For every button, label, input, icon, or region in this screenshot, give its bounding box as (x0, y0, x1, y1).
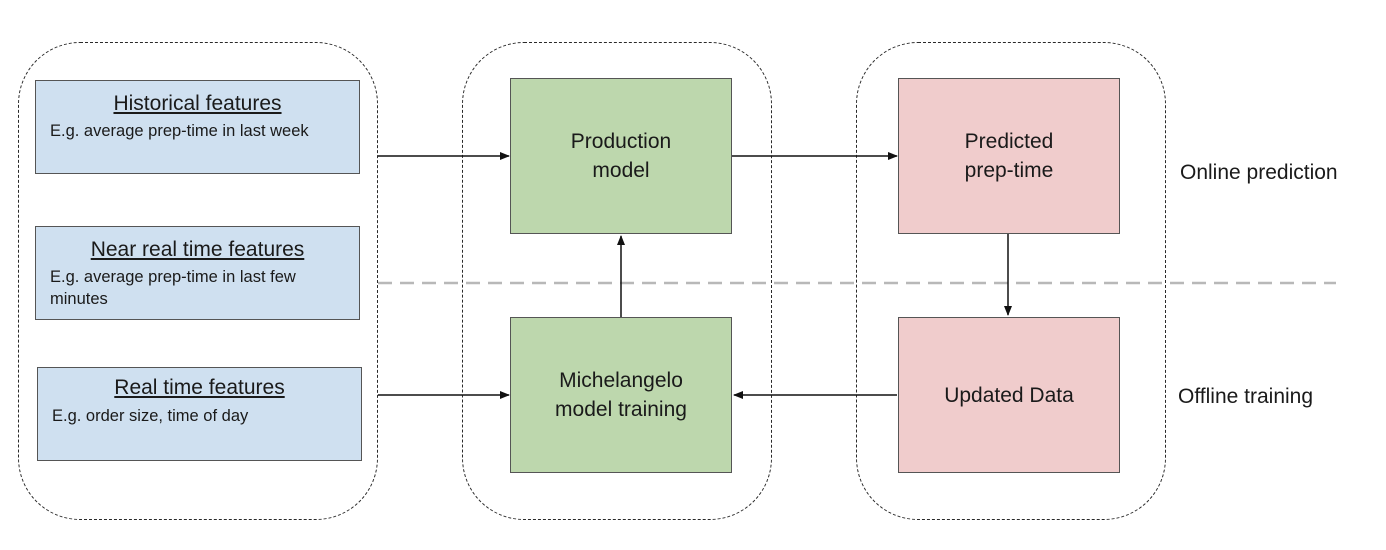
near-real-time-features-title: Near real time features (90, 238, 305, 261)
predicted-prep-time-label: Predicted prep-time (964, 130, 1054, 182)
model-training-box: Michelangelo model training (510, 317, 732, 473)
updated-data-label: Updated Data (944, 383, 1074, 407)
historical-features-title: Historical features (113, 92, 282, 115)
historical-features-box: Historical features E.g. average prep-ti… (35, 80, 360, 174)
near-real-time-features-box: Near real time features E.g. average pre… (35, 226, 360, 320)
online-prediction-label: Online prediction (1180, 161, 1338, 184)
real-time-features-desc: E.g. order size, time of day (52, 407, 249, 425)
production-model-label: Production model (570, 130, 672, 182)
production-model-box: Production model (510, 78, 732, 234)
outputs-group (856, 42, 1166, 520)
real-time-features-title: Real time features (114, 376, 285, 399)
models-group (462, 42, 772, 520)
model-training-label: Michelangelo model training (555, 369, 687, 421)
near-real-time-features-desc: E.g. average prep-time in last few minut… (50, 268, 296, 308)
features-group (18, 42, 378, 520)
updated-data-box: Updated Data (898, 317, 1120, 473)
offline-training-label: Offline training (1178, 385, 1314, 408)
real-time-features-box: Real time features E.g. order size, time… (37, 367, 362, 461)
historical-features-desc: E.g. average prep-time in last week (50, 122, 309, 140)
predicted-prep-time-box: Predicted prep-time (898, 78, 1120, 234)
